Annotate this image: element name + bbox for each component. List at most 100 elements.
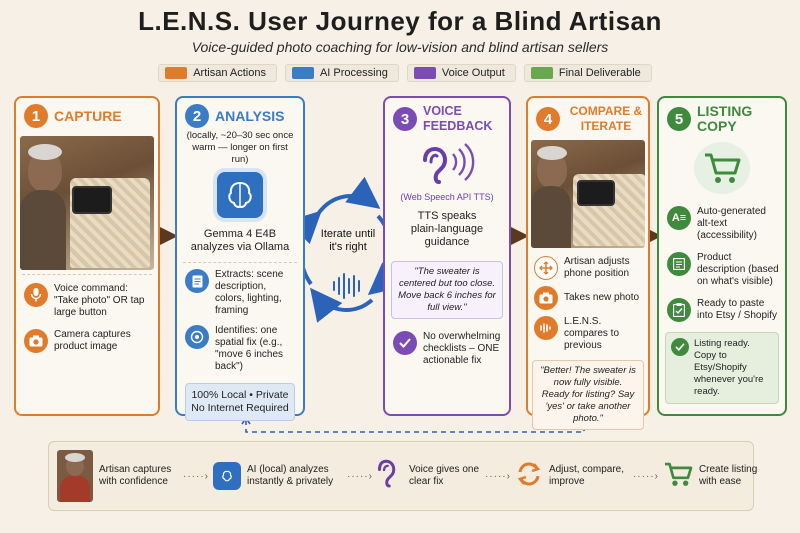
step-item-text: Ready to paste into Etsy / Shopify [697,298,778,321]
move-arrows-icon [534,256,558,280]
badge-line: 100% Local • Private [191,389,289,401]
step-compare-panel: 4 COMPARE & ITERATE Artisan adjusts phon… [526,96,650,430]
refresh-arrows-icon [515,460,543,492]
step-item-text: Identifies: one spatial fix (e.g., "move… [215,325,284,372]
step-item-text: Camera captures product image [54,329,131,352]
compare-new-photo: Takes new photo [534,286,644,310]
legend-swatch [165,67,188,79]
analysis-identifies: Identifies: one spatial fix (e.g., "move… [185,325,297,373]
step-number: 4 [536,107,560,131]
badge-line: No Internet Required [191,402,289,414]
step-title: CAPTURE [54,107,122,124]
alt-text-icon: A≡ [667,206,691,230]
listing-ready-box: Listing ready. Copy to Etsy/Shopify when… [665,332,779,404]
step-item-text: Auto-generated alt-text (accessibility) [697,206,766,241]
page-subtitle: Voice-guided photo coaching for low-visi… [191,39,609,55]
sound-wave-icon [333,273,360,299]
summary-text: AI (local) analyzes instantly & privatel… [246,464,334,487]
legend-label: Voice Output [441,67,505,79]
step-title: COMPARE & ITERATE [569,104,643,133]
step-number: 1 [24,104,48,128]
step-title: LISTING COPY [697,103,753,134]
step-item-text: Artisan adjusts phone position [564,256,630,279]
shopping-cart-icon [663,461,693,491]
step-capture-panel: 1 CAPTURE Voice command: "Take photo" OR… [14,96,160,416]
loop-arrow-bottom [310,287,374,323]
legend: Artisan Actions AI Processing Voice Outp… [150,63,660,83]
legend-label: Final Deliverable [558,67,641,79]
page-title: L.E.N.S. User Journey for a Blind Artisa… [138,6,662,36]
ear-icon [417,140,477,190]
loop-arrow-top [316,176,381,216]
step-analysis-panel: 2 ANALYSIS (locally, ~20–30 sec once war… [175,96,305,421]
product-description-icon [667,252,691,276]
document-icon [185,269,209,293]
legend-ai-processing: AI Processing [284,64,399,82]
listing-description: Product description (based on what's vis… [667,252,779,288]
analysis-extracts: Extracts: scene description, colors, lig… [185,269,297,317]
step-item-text: L.E.N.S. compares to previous [564,316,620,351]
summary-text: Create listing with ease [698,464,758,487]
journey-summary-bar: Artisan captures with confidence ·····› … [48,441,757,511]
camera-icon [24,329,48,353]
summary-arrow: ·····› [183,470,209,482]
capture-camera: Camera captures product image [24,329,152,353]
loop-label: Iterate until it's right [320,228,376,253]
summary-text: Adjust, compare, improve [548,464,624,487]
audio-wave-icon [534,316,558,340]
target-icon [185,325,209,349]
step-item-text: Voice command: "Take photo" OR tap large… [54,283,145,318]
listing-ready-text: Listing ready. Copy to Etsy/Shopify when… [694,338,764,397]
summary-step-capture: Artisan captures with confidence [57,450,179,502]
step-title: VOICE FEEDBACK [423,104,493,133]
local-private-badge: 100% Local • Private No Internet Require… [185,383,295,421]
compare-quote: "Better! The sweater is now fully visibl… [532,360,644,430]
checkmark-icon [671,338,689,356]
step-number: 2 [185,104,209,128]
legend-label: AI Processing [319,67,388,79]
legend-artisan-actions: Artisan Actions [158,64,277,82]
voice-one-fix: No overwhelming checklists – ONE actiona… [393,331,503,367]
tts-description: TTS speaks plain-language guidance [410,210,484,248]
legend-swatch [413,67,436,79]
brain-chip-icon [217,172,263,218]
step-number: 3 [393,107,417,131]
analysis-model: Gemma 4 E4B analyzes via Ollama [190,228,290,253]
legend-label: Artisan Actions [193,67,266,79]
step-listing-panel: 5 LISTING COPY A≡ Auto-generated alt-tex… [657,96,787,416]
camera-icon [534,286,558,310]
legend-voice-output: Voice Output [406,64,516,82]
shopping-cart-icon [694,142,750,194]
legend-swatch [530,67,553,79]
summary-step-adjust: Adjust, compare, improve [515,460,629,492]
compare-previous: L.E.N.S. compares to previous [534,316,644,352]
step-item-text: Takes new photo [564,292,640,303]
artisan-avatar [57,450,93,502]
summary-step-analyze: AI (local) analyzes instantly & privatel… [212,462,343,490]
summary-arrow: ·····› [484,470,511,482]
artisan-retake-photo [531,140,645,248]
clipboard-icon [667,298,691,322]
microphone-icon [24,283,48,307]
checkmark-icon [393,331,417,355]
step-number: 5 [667,107,691,131]
legend-final-deliverable: Final Deliverable [523,64,652,82]
listing-paste: Ready to paste into Etsy / Shopify [667,298,779,322]
step-item-text: Product description (based on what's vis… [697,252,779,287]
summary-step-listing: Create listing with ease [663,461,771,491]
brain-chip-icon [212,462,241,490]
tts-api-label: (Web Speech API TTS) [400,192,494,202]
compare-adjust: Artisan adjusts phone position [534,256,644,280]
ear-icon [377,459,403,493]
capture-voice-command: Voice command: "Take photo" OR tap large… [24,283,152,319]
summary-arrow: ·····› [346,470,373,482]
step-item-text: Extracts: scene description, colors, lig… [215,269,284,316]
step-item-text: No overwhelming checklists – ONE actiona… [423,331,501,366]
summary-text: Artisan captures with confidence [99,464,172,487]
listing-alt-text: A≡ Auto-generated alt-text (accessibilit… [667,206,779,242]
analysis-timing-note: (locally, ~20–30 sec once warm — longer … [186,130,294,165]
step-voice-panel: 3 VOICE FEEDBACK (Web Speech API TTS) TT… [383,96,511,416]
voice-quote: "The sweater is centered but too close. … [391,261,503,319]
artisan-photo [20,136,154,270]
summary-text: Voice gives one clear fix [408,464,480,487]
